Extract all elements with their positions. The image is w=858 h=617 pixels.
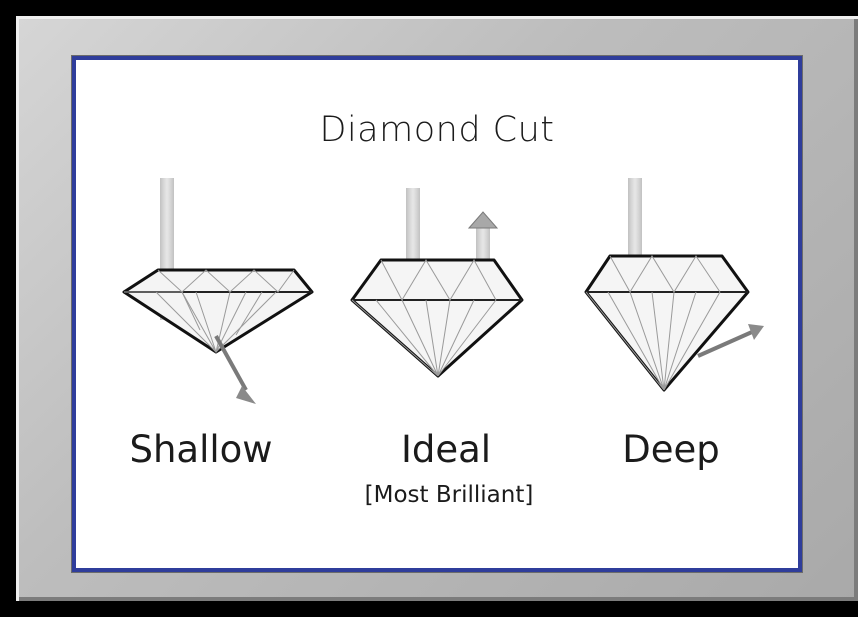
label-deep: Deep [596, 428, 746, 471]
deep-diamond [586, 178, 764, 390]
ideal-diamond [352, 188, 522, 376]
label-ideal-sub: [Most Brilliant] [354, 482, 544, 508]
label-ideal: Ideal [366, 428, 526, 471]
shallow-diamond [124, 178, 312, 404]
diagram-panel: Diamond Cut [72, 56, 802, 572]
label-shallow: Shallow [116, 428, 286, 471]
